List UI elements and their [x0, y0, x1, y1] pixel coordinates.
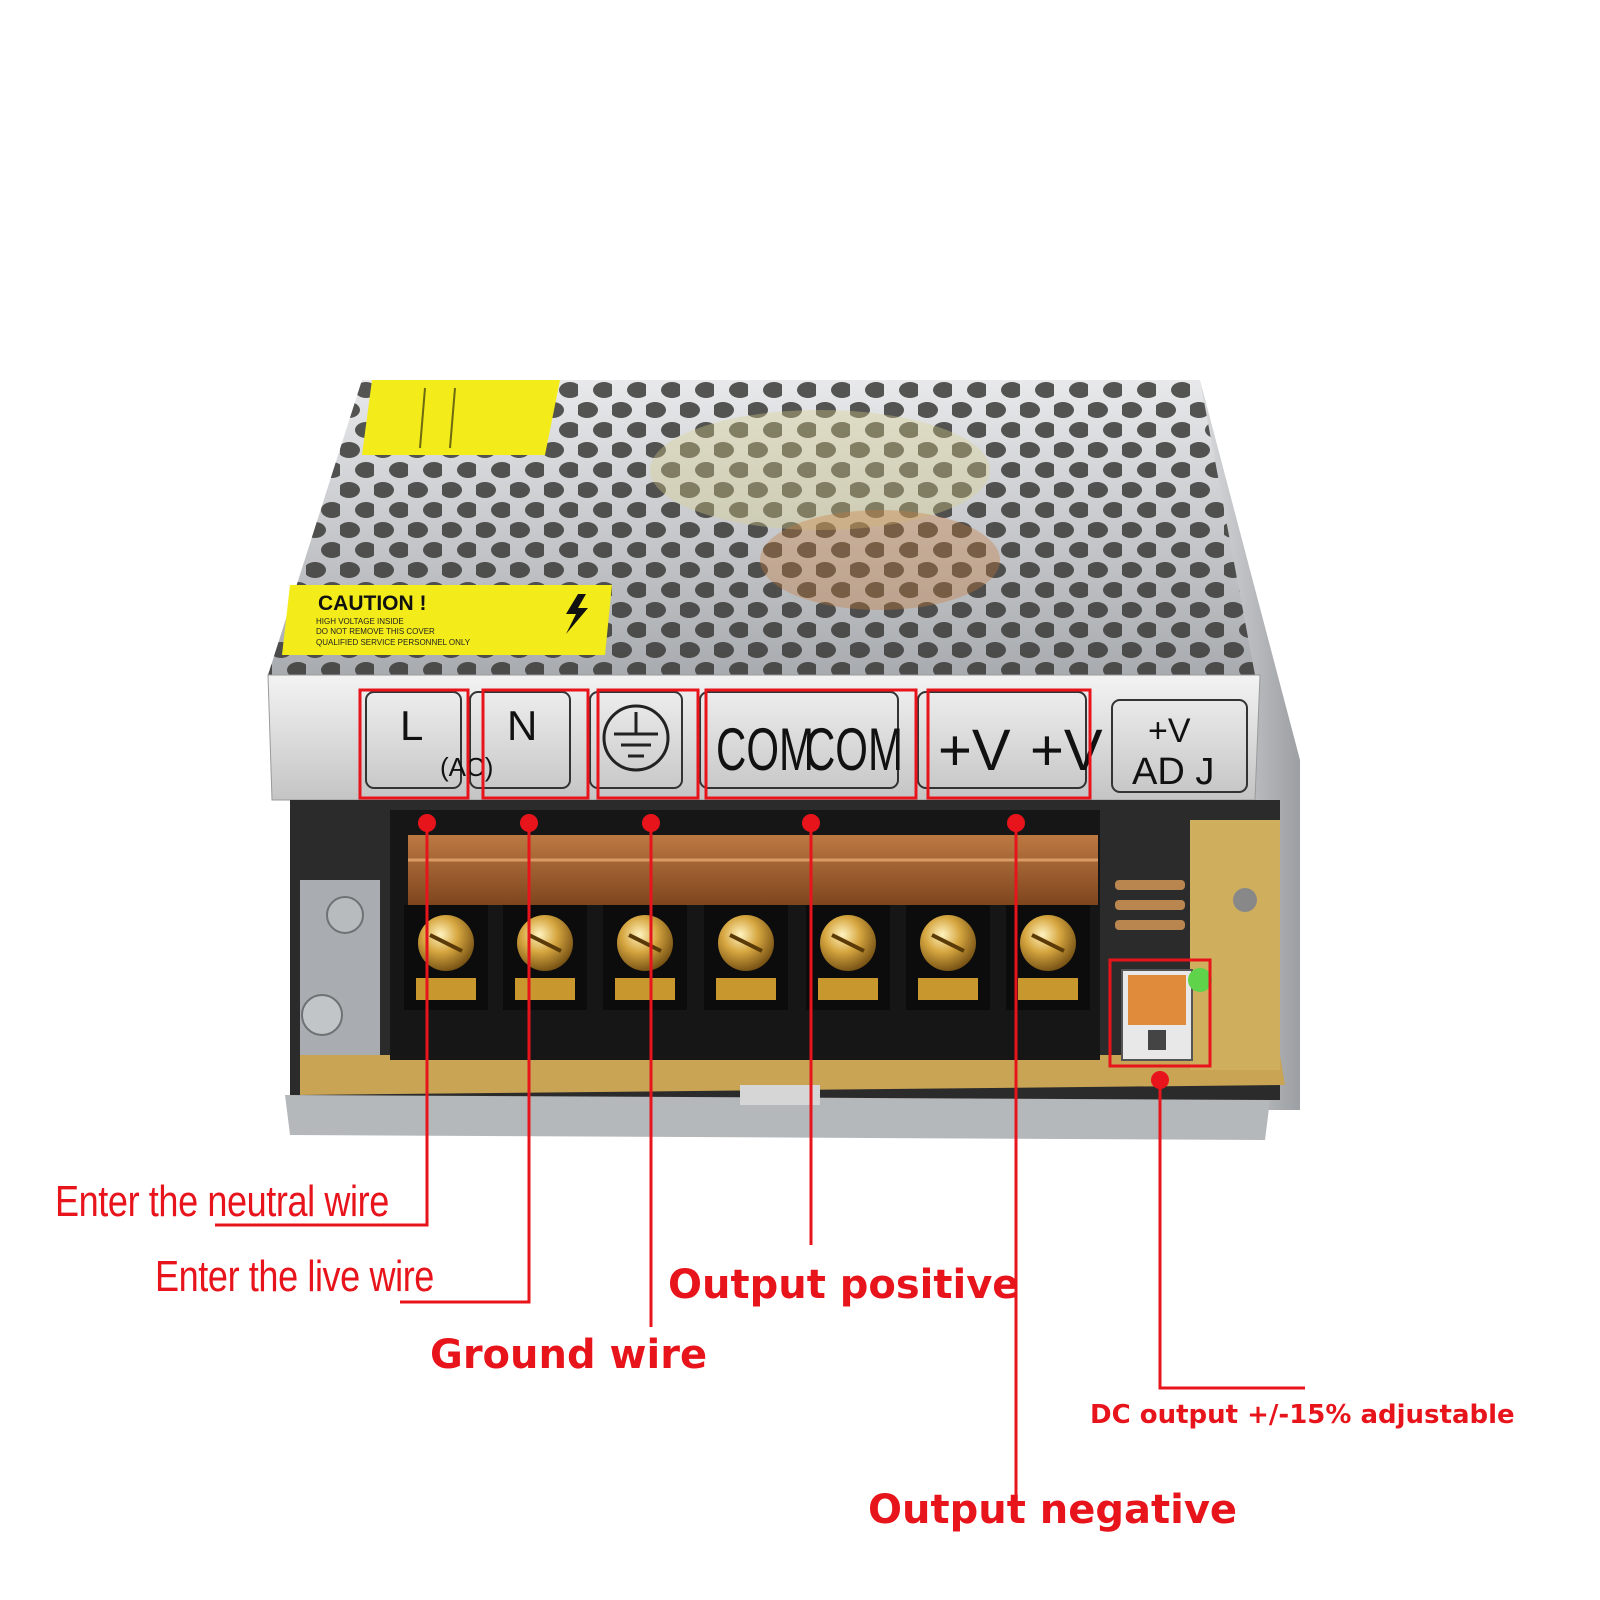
highlight-adj	[1108, 958, 1212, 1068]
terminal-label-com-2: COM	[805, 716, 903, 783]
caution-title: CAUTION !	[318, 592, 427, 615]
terminal-screws	[404, 905, 1090, 1010]
screw-slot	[831, 933, 865, 953]
caution-line3: QUALIFIED SERVICE PERSONNEL ONLY	[316, 638, 471, 647]
terminal-label-adj-bottom: AD J	[1132, 751, 1214, 793]
front-label-strip: L N (AC) COM COM +V +V +V AD J	[267, 674, 1261, 801]
terminal-cover	[408, 835, 1098, 905]
terminal-label-v-2: +V	[1030, 718, 1103, 783]
mounting-screw	[326, 896, 364, 934]
terminal-clamp	[615, 978, 675, 1000]
screw-slot	[931, 933, 965, 953]
lightning-icon	[566, 594, 588, 634]
callout-live-wire: Enter the live wire	[155, 1252, 434, 1301]
terminal-label-n: N	[507, 702, 537, 749]
mounting-screw	[301, 994, 343, 1036]
leader-dc	[1158, 1080, 1305, 1390]
screw-slot	[1031, 933, 1065, 953]
terminal-label-com-1: COM	[716, 716, 814, 783]
leader-neutral	[215, 823, 429, 1227]
highlight-ground	[596, 688, 700, 800]
highlight-l	[358, 688, 470, 800]
terminal-clamp	[818, 978, 878, 1000]
terminal-clamp	[515, 978, 575, 1000]
top-sticker	[362, 380, 560, 455]
leader-lines	[215, 823, 1305, 1505]
status-led	[1188, 968, 1212, 992]
screw-slot	[628, 933, 662, 953]
callout-output-negative: Output negative	[868, 1487, 1238, 1533]
screw-slot	[429, 933, 463, 953]
screw-slot	[729, 933, 763, 953]
highlight-boxes	[358, 688, 1212, 1068]
terminal-clamp	[918, 978, 978, 1000]
caution-line2: DO NOT REMOVE THIS COVER	[316, 627, 435, 636]
callout-output-positive: Output positive	[668, 1262, 1020, 1308]
caution-sticker: CAUTION ! HIGH VOLTAGE INSIDE DO NOT REM…	[282, 585, 612, 655]
terminal-label-l: L	[400, 702, 423, 749]
callout-dc-adjustable: DC output +/-15% adjustable	[1090, 1400, 1515, 1430]
highlight-com	[704, 688, 918, 800]
leader-live	[400, 823, 531, 1304]
caution-line1: HIGH VOLTAGE INSIDE	[316, 617, 404, 626]
terminal-clamp	[1018, 978, 1078, 1000]
terminal-clamp	[416, 978, 476, 1000]
highlight-n	[481, 688, 590, 800]
ground-symbol-icon	[602, 704, 670, 772]
screw-slot	[528, 933, 562, 953]
terminal-label-adj-top: +V	[1148, 712, 1191, 750]
potentiometer	[1121, 968, 1212, 1061]
terminal-label-v-1: +V	[938, 718, 1011, 783]
callout-ground-wire: Ground wire	[430, 1332, 708, 1378]
highlight-v	[926, 688, 1092, 800]
terminal-clamp	[716, 978, 776, 1000]
callout-neutral-wire: Enter the neutral wire	[55, 1177, 389, 1226]
leader-dots	[418, 814, 1169, 1089]
